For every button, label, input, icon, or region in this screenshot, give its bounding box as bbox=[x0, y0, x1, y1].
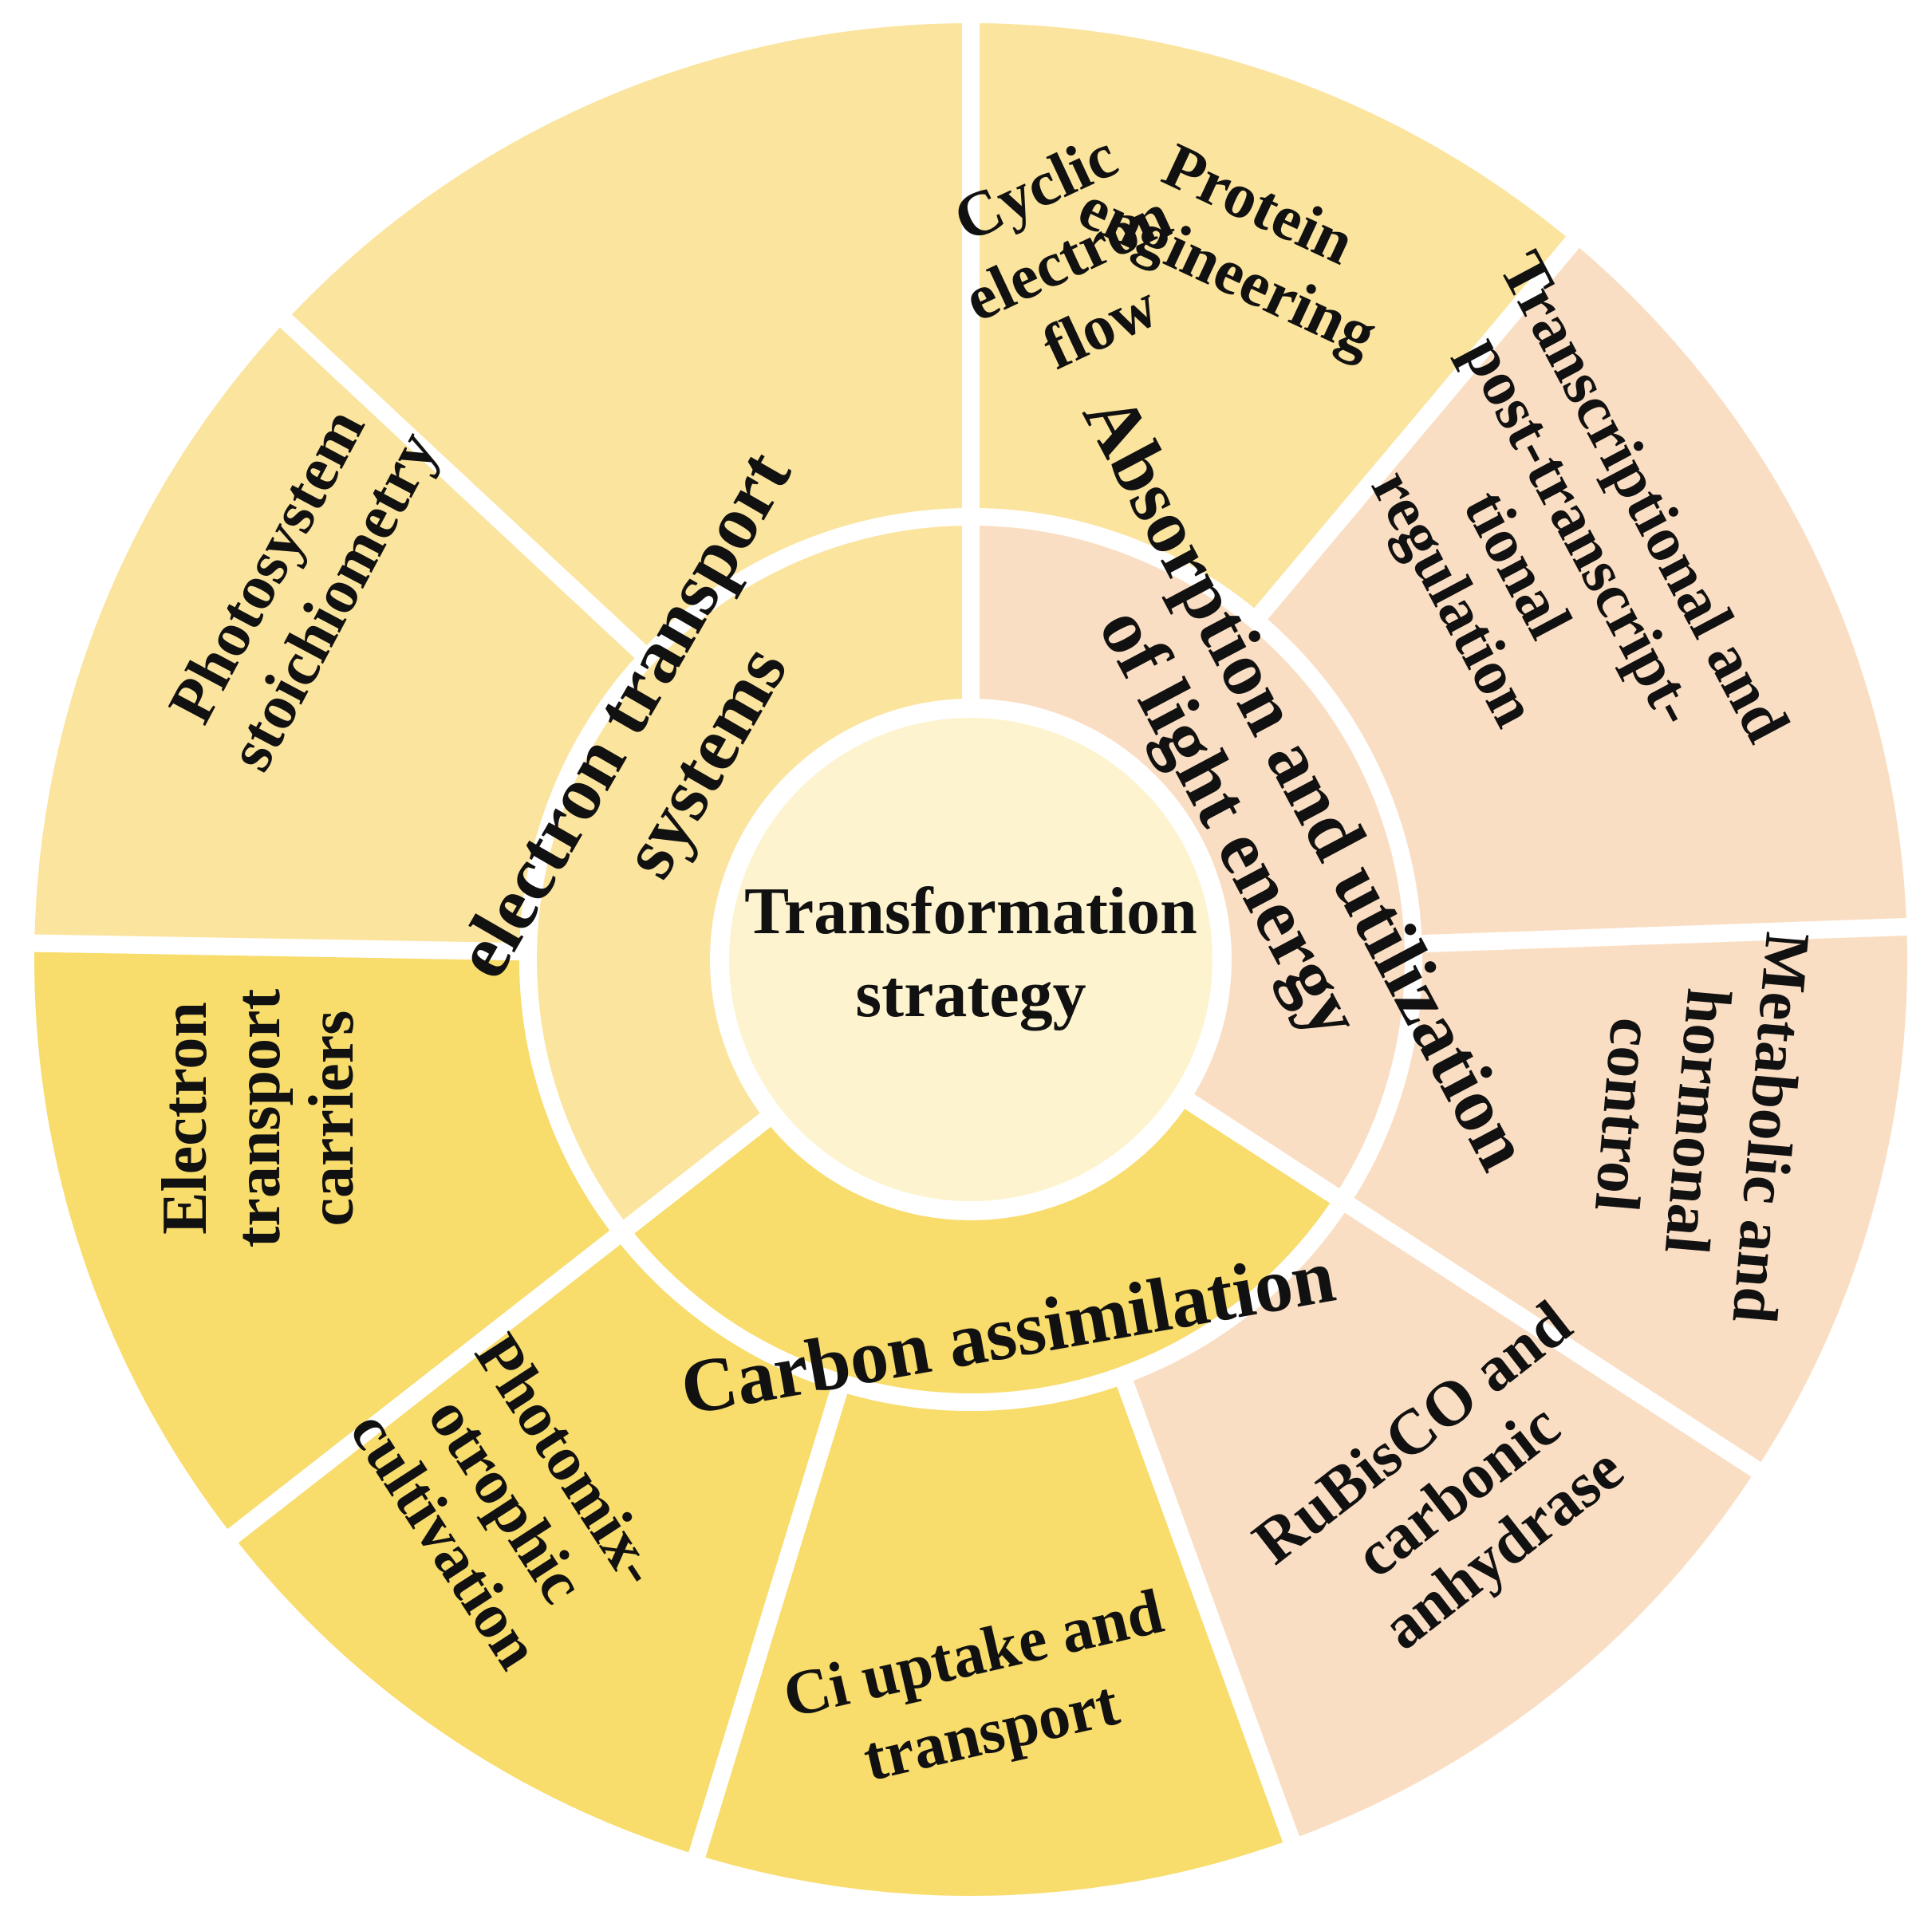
inner-separator bbox=[1177, 1089, 1347, 1208]
inner-segment-electron-transport-systems bbox=[528, 517, 971, 959]
outer-label-electron-transport-carriers: Electrontransportcarriers bbox=[150, 988, 367, 1247]
inner-segment-absorption-light-energy bbox=[971, 517, 1414, 1201]
outer-label-metabolic-hormonal-control-line: control bbox=[1581, 1015, 1668, 1215]
outer-label-electron-transport-carriers-line: carriers bbox=[297, 1011, 367, 1227]
outer-label-electron-transport-carriers-line: Electron bbox=[150, 1002, 220, 1235]
inner-separator bbox=[616, 1107, 779, 1239]
ring-boundary bbox=[519, 508, 1422, 1411]
center-label: Transformation strategy bbox=[744, 874, 1197, 1031]
inner-segment-carbon-assimilation bbox=[621, 1096, 1343, 1403]
inner-segment-electron-transport-systems bbox=[528, 959, 773, 1232]
inner-ring bbox=[22, 10, 1920, 1909]
center-label-line: strategy bbox=[855, 957, 1086, 1031]
center-label-line: Transformation bbox=[744, 874, 1197, 948]
center-hub bbox=[710, 699, 1232, 1220]
center-circle bbox=[710, 699, 1232, 1220]
outer-boundary bbox=[22, 10, 1920, 1909]
outer-label-electron-transport-carriers-line: transport bbox=[223, 988, 294, 1247]
